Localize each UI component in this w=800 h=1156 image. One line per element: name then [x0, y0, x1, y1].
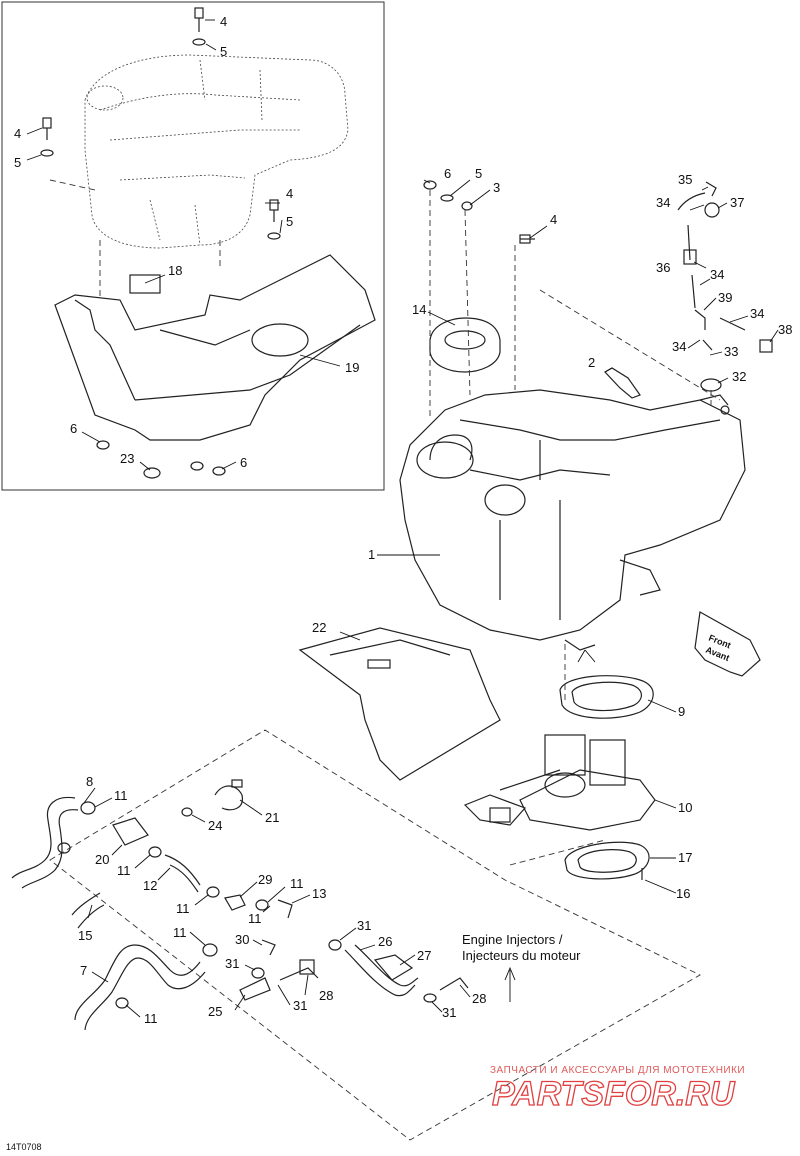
callout-2: 2: [588, 355, 595, 370]
callout-1: 1: [368, 547, 375, 562]
heat-shield: [298, 627, 501, 781]
callout-6: 6: [444, 166, 451, 181]
fuel-tank: [399, 389, 746, 651]
callout-19: 19: [345, 360, 359, 375]
callout-18: 18: [168, 263, 182, 278]
callout-6: 6: [240, 455, 247, 470]
callout-20: 20: [95, 852, 109, 867]
callout-11: 11: [144, 1011, 158, 1026]
watermark-tagline: ЗАПЧАСТИ И АКСЕССУАРЫ ДЛЯ МОТОТЕХНИКИ: [490, 1065, 745, 1076]
callout-26: 26: [378, 934, 392, 949]
callout-13: 13: [312, 886, 326, 901]
callout-4: 4: [550, 212, 557, 227]
callout-10: 10: [678, 800, 692, 815]
callouts: 4 5 4 5 4 5 18 19 6 23 6 6 5 3 4 14 2 1 …: [14, 14, 792, 1026]
inset-tank-outline: [84, 54, 349, 249]
pump-ring: [564, 841, 650, 880]
callout-31: 31: [357, 918, 371, 933]
callout-11: 11: [173, 925, 187, 940]
callout-11: 11: [248, 911, 262, 926]
callout-11: 11: [114, 788, 128, 803]
callout-37: 37: [730, 195, 744, 210]
inset-fasteners: [40, 7, 281, 479]
callout-34: 34: [750, 306, 764, 321]
callout-29: 29: [258, 872, 272, 887]
callout-38: 38: [778, 322, 792, 337]
callout-11: 11: [176, 901, 190, 916]
callout-24: 24: [208, 818, 222, 833]
callout-34: 34: [710, 267, 724, 282]
callout-21: 21: [265, 810, 279, 825]
pad-2: [604, 367, 641, 399]
callout-23: 23: [120, 451, 134, 466]
callout-15: 15: [78, 928, 92, 943]
callout-12: 12: [143, 878, 157, 893]
pad-18: [129, 274, 161, 294]
tank-tray: [54, 254, 376, 441]
callout-28: 28: [472, 991, 486, 1006]
callout-9: 9: [678, 704, 685, 719]
front-direction-arrow: Front Avant: [694, 611, 761, 677]
callout-3: 3: [493, 180, 500, 195]
callout-8: 8: [86, 774, 93, 789]
callout-31: 31: [293, 998, 307, 1013]
callout-11: 11: [290, 876, 304, 891]
engine-injectors-label: Engine Injectors /: [462, 932, 563, 947]
vent-line: [677, 181, 773, 392]
callout-4: 4: [286, 186, 293, 201]
fuel-hoses: [11, 779, 469, 1031]
callout-33: 33: [724, 344, 738, 359]
callout-4: 4: [14, 126, 21, 141]
callout-16: 16: [676, 886, 690, 901]
callout-28: 28: [319, 988, 333, 1003]
callout-5: 5: [475, 166, 482, 181]
callout-5: 5: [220, 44, 227, 59]
drawing-code: 14T0708: [6, 1142, 42, 1152]
callout-30: 30: [235, 932, 249, 947]
pump-gasket: [559, 675, 654, 719]
tank-fasteners: [423, 180, 535, 244]
callout-34: 34: [672, 339, 686, 354]
callout-35: 35: [678, 172, 692, 187]
callout-5: 5: [14, 155, 21, 170]
callout-34: 34: [656, 195, 670, 210]
callout-7: 7: [80, 963, 87, 978]
callout-6: 6: [70, 421, 77, 436]
callout-14: 14: [412, 302, 426, 317]
injecteurs-label: Injecteurs du moteur: [462, 948, 581, 963]
watermark-brand: PARTSFOR.RU: [492, 1075, 736, 1113]
callout-31: 31: [225, 956, 239, 971]
callout-11: 11: [117, 863, 131, 878]
callout-31: 31: [442, 1005, 456, 1020]
callout-27: 27: [417, 948, 431, 963]
fuel-pump: [463, 734, 656, 831]
callout-25: 25: [208, 1004, 222, 1019]
callout-4: 4: [220, 14, 227, 29]
fuel-line-zone: [49, 729, 701, 1141]
callout-39: 39: [718, 290, 732, 305]
inset-frame: [1, 1, 385, 491]
callout-32: 32: [732, 369, 746, 384]
callout-17: 17: [678, 850, 692, 865]
fuel-cap: [429, 317, 501, 373]
callout-36: 36: [656, 260, 670, 275]
callout-22: 22: [312, 620, 326, 635]
callout-5: 5: [286, 214, 293, 229]
